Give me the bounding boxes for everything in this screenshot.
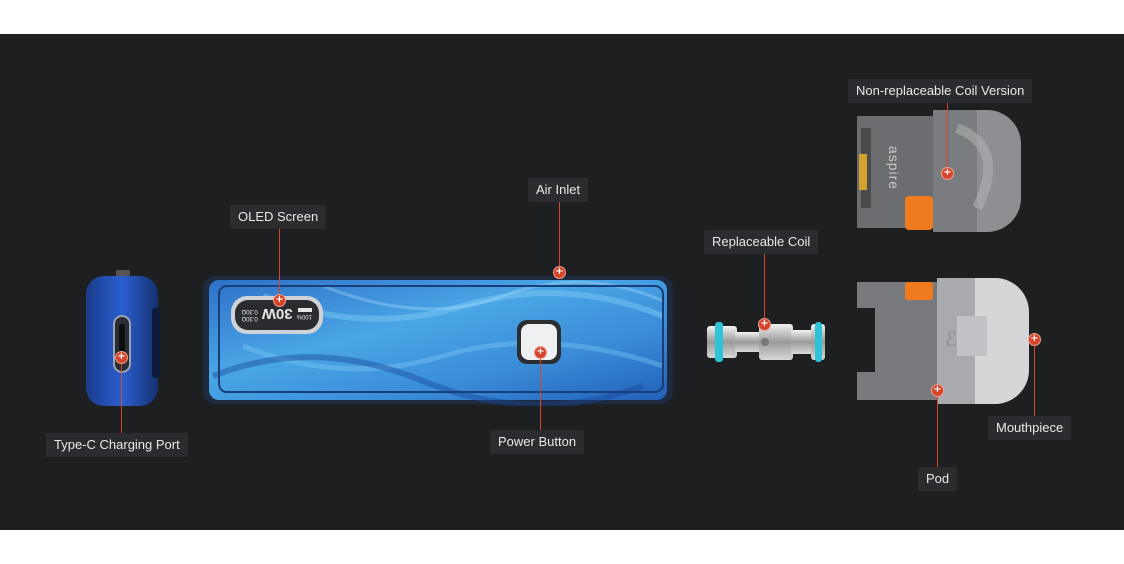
leader-coil	[764, 248, 765, 324]
svg-text:ℰ: ℰ	[945, 327, 957, 351]
label-mouthpiece: Mouthpiece	[988, 416, 1072, 440]
battery-icon	[298, 308, 312, 313]
screen-wattage: 30W	[261, 305, 293, 323]
non-replaceable-pod-image	[857, 110, 1021, 232]
screen-battery: 100%	[296, 313, 312, 320]
marker-air-inlet[interactable]: +	[553, 266, 566, 279]
marker-mouthpiece[interactable]: +	[1028, 333, 1041, 346]
screen-resistance-2: 0.30Ω	[241, 308, 258, 314]
label-pod: Pod	[918, 467, 958, 491]
pod-brand: aspire	[886, 145, 903, 191]
leader-mouthpiece	[1034, 340, 1035, 418]
marker-non-replaceable[interactable]: +	[941, 167, 954, 180]
leader-air-inlet	[559, 198, 560, 272]
label-replaceable-coil: Replaceable Coil	[704, 230, 819, 254]
pod-image: ℰ	[857, 278, 1029, 404]
marker-type-c[interactable]: +	[115, 351, 128, 364]
leader-oled	[279, 224, 280, 300]
screen-resistance-1: 0.30Ω	[241, 315, 258, 321]
marker-power[interactable]: +	[534, 346, 547, 359]
leader-non-replaceable	[947, 98, 948, 174]
leader-power	[540, 352, 541, 432]
label-non-replaceable-coil: Non-replaceable Coil Version	[848, 79, 1033, 103]
label-power-button: Power Button	[490, 430, 585, 454]
marker-coil[interactable]: +	[758, 318, 771, 331]
device-side-view	[86, 270, 160, 406]
replaceable-coil-image	[707, 322, 825, 362]
marker-oled[interactable]: +	[273, 294, 286, 307]
label-type-c-port: Type-C Charging Port	[46, 433, 188, 457]
leader-pod	[937, 391, 938, 469]
label-air-inlet: Air Inlet	[528, 178, 589, 202]
marker-pod[interactable]: +	[931, 384, 944, 397]
label-oled-screen: OLED Screen	[230, 205, 327, 229]
leader-type-c	[121, 358, 122, 434]
device-main-body	[203, 276, 673, 406]
